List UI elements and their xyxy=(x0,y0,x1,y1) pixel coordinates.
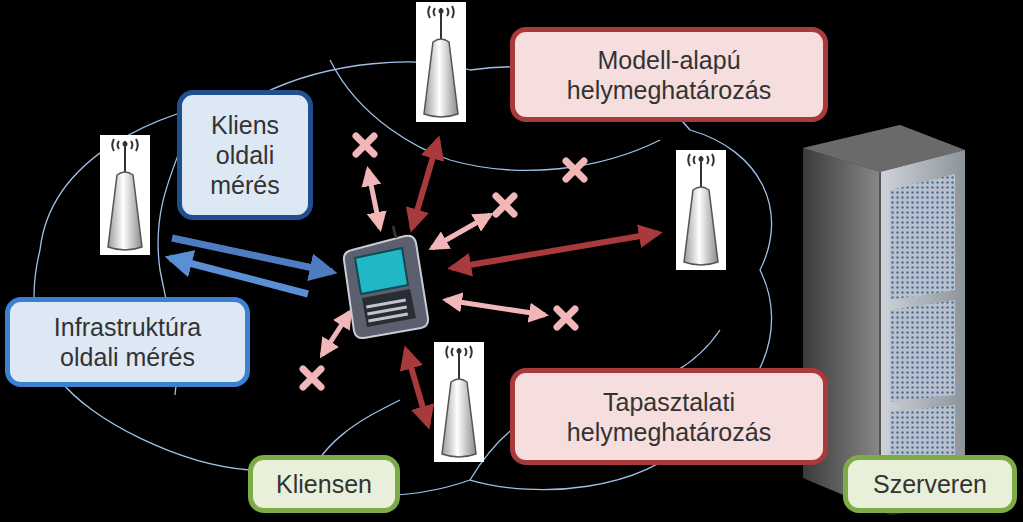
box-label: Modell-alapú helymeghatározás xyxy=(527,45,811,105)
location-box: Kliensen xyxy=(248,455,400,513)
box-label: Kliens oldali mérés xyxy=(194,110,296,200)
method-box: Modell-alapú helymeghatározás xyxy=(510,27,828,122)
blocked-mark xyxy=(356,136,374,154)
blocked-mark xyxy=(566,161,584,179)
box-label: Szerveren xyxy=(873,469,987,499)
measure-arrow xyxy=(170,258,308,294)
method-box: Tapasztalati helymeghatározás xyxy=(510,368,828,465)
antenna-tower xyxy=(676,150,726,270)
antenna-tower xyxy=(100,135,150,255)
blocked-signal-arrow xyxy=(322,170,545,355)
antenna-tower xyxy=(416,2,466,122)
measurement-box: Infrastruktúra oldali mérés xyxy=(5,297,250,387)
blocked-mark xyxy=(303,369,321,387)
measurement-box: Kliens oldali mérés xyxy=(177,90,313,220)
blocked-mark xyxy=(496,196,514,214)
box-label: Tapasztalati helymeghatározás xyxy=(527,387,811,447)
box-label: Infrastruktúra oldali mérés xyxy=(22,312,233,372)
blocked-mark xyxy=(557,309,575,327)
location-box: Szerveren xyxy=(843,455,1017,513)
pda-device xyxy=(344,226,428,338)
antenna-tower xyxy=(434,342,484,462)
box-label: Kliensen xyxy=(276,469,372,499)
